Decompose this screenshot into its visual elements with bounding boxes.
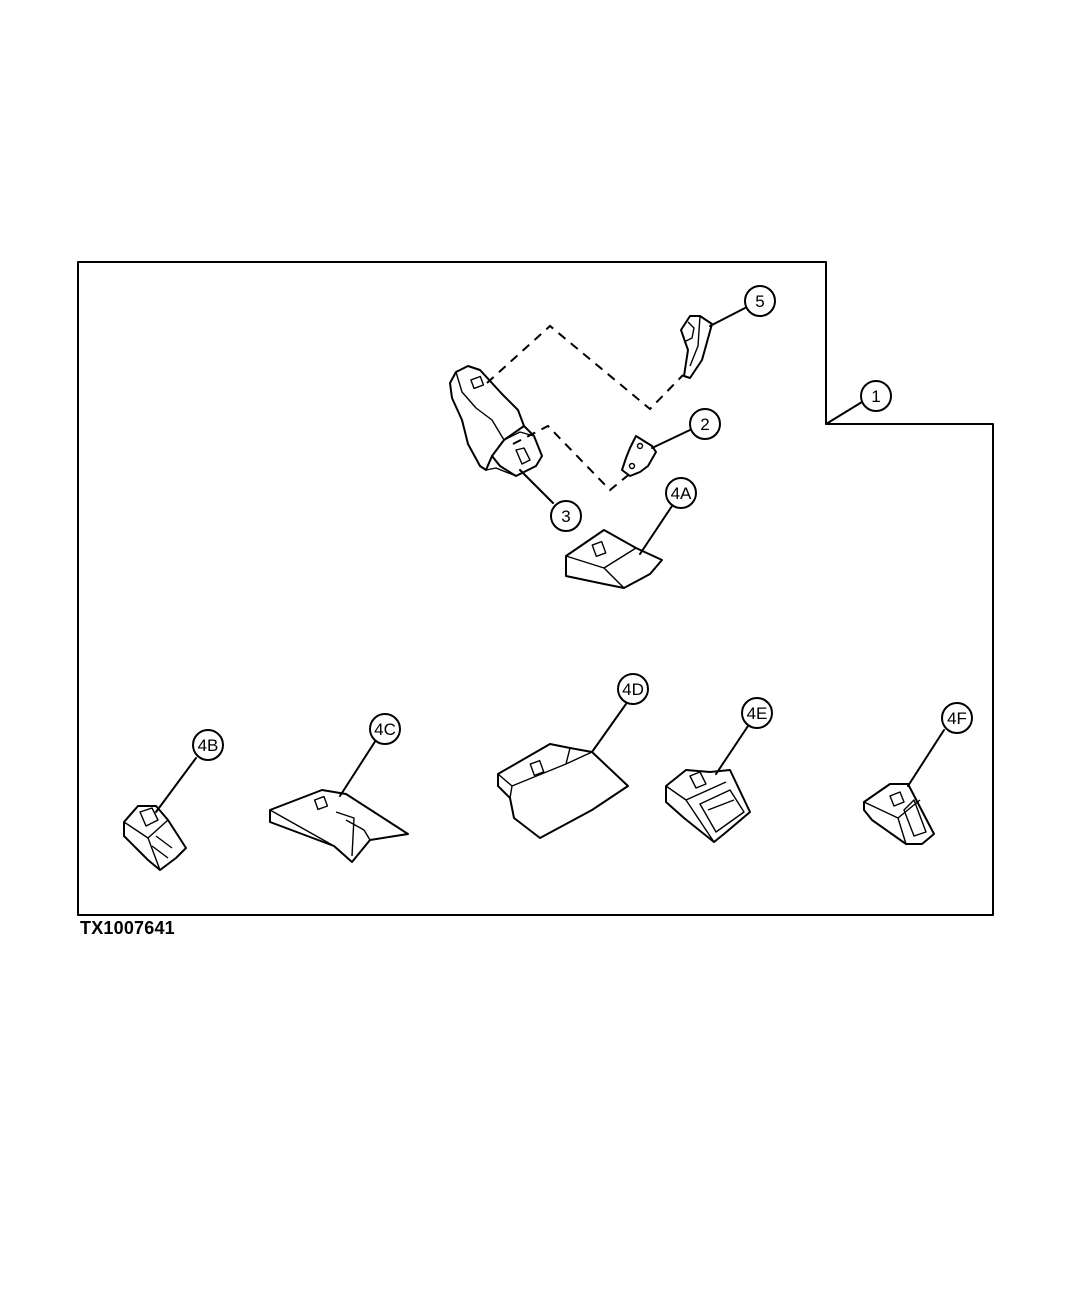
callout-2-label: 2 — [700, 415, 709, 434]
leader-1 — [825, 401, 863, 425]
retainer-part-2 — [621, 435, 657, 477]
tooth-part-4e — [665, 769, 751, 843]
tooth-part-4b — [123, 805, 187, 871]
leader-2 — [651, 429, 691, 449]
leader-3 — [519, 469, 554, 504]
callout-1: 1 — [860, 380, 892, 412]
callout-4d: 4D — [617, 673, 649, 705]
lock-part-5 — [680, 315, 713, 379]
leader-4d — [591, 703, 627, 753]
diagram-boundary — [77, 261, 994, 916]
callout-4c-label: 4C — [374, 720, 396, 739]
callout-4b-label: 4B — [198, 736, 219, 755]
figure-reference-code: TX1007641 — [80, 918, 175, 938]
tooth-part-4a — [565, 529, 663, 589]
callout-5-label: 5 — [755, 292, 764, 311]
callout-4d-label: 4D — [622, 680, 644, 699]
callout-1-label: 1 — [871, 387, 880, 406]
callout-4b: 4B — [192, 729, 224, 761]
callout-4e: 4E — [741, 697, 773, 729]
callout-5: 5 — [744, 285, 776, 317]
callout-4a-label: 4A — [671, 484, 692, 503]
leader-4e — [715, 725, 749, 775]
tooth-part-4f — [863, 783, 935, 845]
adapter-part-3 — [449, 365, 543, 477]
tooth-part-4c — [269, 789, 409, 863]
callout-4f-label: 4F — [947, 709, 967, 728]
leader-4b — [155, 757, 197, 813]
callout-2: 2 — [689, 408, 721, 440]
leader-4a — [639, 505, 673, 555]
leader-4c — [339, 739, 377, 797]
callout-4c: 4C — [369, 713, 401, 745]
leader-4f — [907, 729, 945, 787]
callout-3: 3 — [550, 500, 582, 532]
tooth-part-4d — [497, 743, 629, 839]
callout-4a: 4A — [665, 477, 697, 509]
leader-5 — [709, 307, 746, 327]
callout-3-label: 3 — [561, 507, 570, 526]
callout-4f: 4F — [941, 702, 973, 734]
callout-4e-label: 4E — [747, 704, 768, 723]
assembly-line-5 — [486, 324, 684, 411]
